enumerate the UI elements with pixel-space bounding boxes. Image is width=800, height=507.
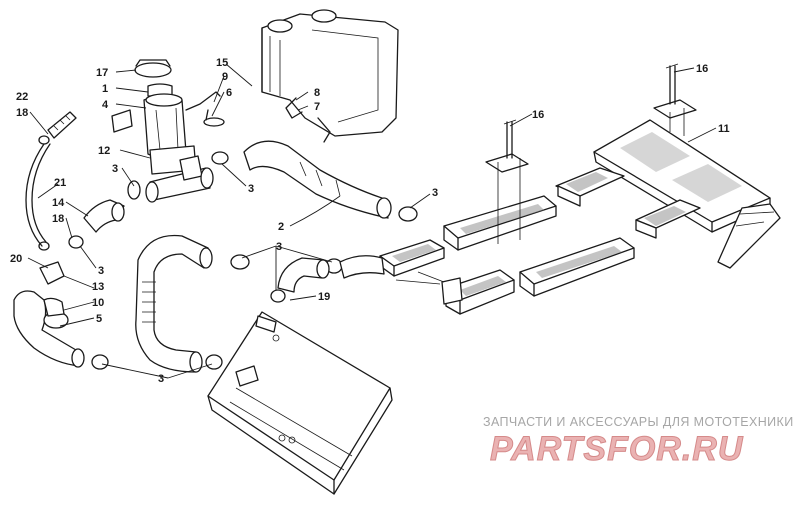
callout-19: 19 xyxy=(318,291,330,303)
watermark: ЗАПЧАСТИ И АКСЕССУАРЫ ДЛЯ МОТОТЕХНИКИ PA… xyxy=(483,415,794,469)
callout-11: 11 xyxy=(718,123,730,135)
callout-18: 18 xyxy=(52,213,64,225)
callout-9: 9 xyxy=(222,71,228,83)
tunnel-cooler-assembly xyxy=(339,63,781,315)
watermark-tagline: ЗАПЧАСТИ И АКСЕССУАРЫ ДЛЯ МОТОТЕХНИКИ xyxy=(483,415,794,429)
callout-3: 3 xyxy=(248,183,254,195)
callout-3: 3 xyxy=(158,373,164,385)
callout-3: 3 xyxy=(112,163,118,175)
callout-3: 3 xyxy=(276,241,282,253)
expansion-bottle xyxy=(111,59,225,175)
callout-22: 22 xyxy=(16,91,28,103)
hose-clamps xyxy=(38,135,418,370)
tee-fitting xyxy=(145,155,214,203)
callout-16: 16 xyxy=(532,109,544,121)
watermark-logo: PARTSFOR.RU xyxy=(490,430,744,468)
callout-7: 7 xyxy=(314,101,320,113)
callout-20: 20 xyxy=(10,253,22,265)
leader-lines xyxy=(27,63,717,379)
radiator-heat-exchanger xyxy=(207,311,393,495)
callout-21: 21 xyxy=(54,177,66,189)
callout-16: 16 xyxy=(696,63,708,75)
callout-1: 1 xyxy=(102,83,108,95)
callout-4: 4 xyxy=(102,99,109,111)
radiator-inlet-hose xyxy=(277,257,330,293)
callout-15: 15 xyxy=(216,57,228,69)
coolant-reservoir-tank xyxy=(261,9,399,143)
callout-12: 12 xyxy=(98,145,110,157)
callout-8: 8 xyxy=(314,87,320,99)
short-elbow-hose xyxy=(83,199,125,233)
overflow-tube xyxy=(25,111,77,247)
callout-17: 17 xyxy=(96,67,108,79)
callout-3: 3 xyxy=(98,265,104,277)
callout-3: 3 xyxy=(432,187,438,199)
callout-13: 13 xyxy=(92,281,104,293)
callout-18: 18 xyxy=(16,107,28,119)
callout-6: 6 xyxy=(226,87,232,99)
callout-10: 10 xyxy=(92,297,104,309)
callout-5: 5 xyxy=(96,313,102,325)
callout-numbers: 1 2 3 3 3 3 3 3 4 5 6 7 8 9 10 11 12 13 … xyxy=(10,57,730,385)
lower-left-hoses xyxy=(13,234,213,373)
callout-2: 2 xyxy=(278,221,284,233)
callout-14: 14 xyxy=(52,197,65,209)
upper-coolant-hose xyxy=(243,140,392,219)
